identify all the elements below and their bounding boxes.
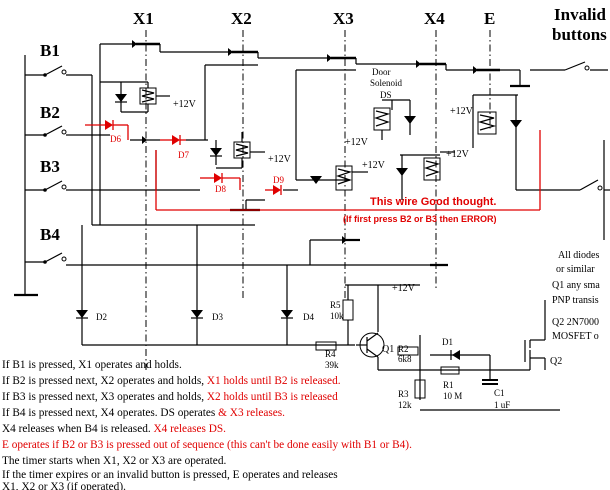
- button-label-b1: B1: [40, 41, 60, 60]
- timer-circuit: +12V R5 10k Q1 R4 39k R2 6k8 R3 12k D1 R…: [315, 283, 562, 411]
- side-note-3: Q1 any sma: [552, 280, 600, 291]
- column-label-x1: X1: [133, 9, 154, 28]
- relay-x3-coil: +12V: [295, 69, 386, 191]
- supply-label-x4: +12V: [446, 149, 470, 160]
- supply-label-x3: +12V: [362, 160, 386, 171]
- side-note-1: All diodes: [558, 250, 599, 261]
- wire-comment: This wire Good thought.: [370, 196, 496, 208]
- red-diode-label-d7: D7: [178, 150, 189, 160]
- side-note-2: or similar: [556, 264, 595, 275]
- column-label-x4: X4: [424, 9, 445, 28]
- note-3-part-2: X2 holds until B3 is released: [207, 391, 338, 403]
- note-line-5: X4 releases when B4 is released. X4 rele…: [2, 423, 226, 435]
- q1-label: Q1: [382, 344, 394, 355]
- relay-x1-coil: +12V: [100, 81, 197, 113]
- wire-comment-sub: (If first press B2 or B3 then ERROR): [343, 214, 497, 224]
- column-label-x2: X2: [231, 9, 252, 28]
- note-8-part-1: If the timer expires or an invalid butto…: [2, 469, 338, 481]
- note-4-part-1: If B4 is pressed next, X4 operates. DS o…: [2, 407, 218, 419]
- note-line-1: If B1 is pressed, X1 operates and holds.: [2, 359, 182, 371]
- note-line-8: If the timer expires or an invalid butto…: [2, 469, 338, 481]
- c1-label: C1: [494, 388, 505, 398]
- note-1-part-1: If B1 is pressed, X1 operates and holds.: [2, 359, 182, 371]
- red-diode-label-d9: D9: [273, 175, 284, 185]
- supply-label-x1: +12V: [173, 99, 197, 110]
- bottom-diode-rail: D2 D3 D4: [76, 225, 355, 346]
- note-6-part-1: E operates if B2 or B3 is pressed out of…: [2, 439, 412, 451]
- button-label-b3: B3: [40, 157, 60, 176]
- diode-label-d2: D2: [96, 312, 107, 322]
- button-b3: B3: [25, 157, 80, 192]
- d1-label: D1: [442, 337, 453, 347]
- r1-value: 10 M: [443, 391, 462, 401]
- note-5-part-1: X4 releases when B4 is released.: [2, 423, 154, 435]
- diode-label-d4: D4: [303, 312, 314, 322]
- note-line-6: E operates if B2 or B3 is pressed out of…: [2, 439, 412, 451]
- note-5-part-2: X4 releases DS.: [154, 423, 227, 435]
- note-2-part-1: If B2 is pressed next, X2 operates and h…: [2, 375, 207, 387]
- note-3-part-1: If B3 is pressed next, X3 operates and h…: [2, 391, 207, 403]
- supply-label-x2: +12V: [268, 154, 292, 165]
- left-bus: [14, 55, 38, 297]
- r3-label: R3: [398, 389, 409, 399]
- operation-notes: If B1 is pressed, X1 operates and holds.…: [2, 359, 412, 490]
- note-line-2: If B2 is pressed next, X2 operates and h…: [2, 375, 341, 387]
- side-note-5: Q2 2N7000: [552, 317, 599, 328]
- button-label-b4: B4: [40, 225, 60, 244]
- r2-value: 6k8: [398, 354, 412, 364]
- supply-label-timer: +12V: [392, 283, 416, 294]
- column-label-e: E: [484, 9, 495, 28]
- door-solenoid-ds: Door Solenoid DS +12V: [345, 67, 416, 148]
- red-diode-label-d8: D8: [215, 184, 226, 194]
- note-line-7: The timer starts when X1, X2 or X3 are o…: [2, 455, 226, 467]
- invalid-buttons-switches: [530, 61, 610, 240]
- relay-x4-coil: +12V: [396, 149, 470, 200]
- side-note-4: PNP transis: [552, 295, 599, 306]
- invalid-buttons-title-1: Invalid: [554, 5, 607, 24]
- column-label-x3: X3: [333, 9, 354, 28]
- invalid-buttons-title-2: buttons: [552, 25, 607, 44]
- red-diode-label-d6: D6: [110, 134, 121, 144]
- side-note-6: MOSFET o: [552, 331, 599, 342]
- note-line-9: X1, X2 or X3 (if operated).: [2, 481, 126, 490]
- note-2-part-2: X1 holds until B2 is released.: [207, 375, 341, 387]
- c1-value: 1 uF: [494, 400, 510, 410]
- button-b2: B2: [25, 103, 80, 137]
- ds-label-2: Solenoid: [370, 78, 403, 88]
- relay-x2-coil: +12V: [204, 64, 292, 169]
- r5-label: R5: [330, 300, 341, 310]
- red-wiring: D6 D7 D8 D9 This wire Good thought. (If …: [85, 120, 541, 224]
- r4-label: R4: [325, 349, 336, 359]
- note-line-4: If B4 is pressed next, X4 operates. DS o…: [2, 407, 285, 419]
- r2-label: R2: [398, 344, 409, 354]
- note-9-part-1: X1, X2 or X3 (if operated).: [2, 481, 126, 490]
- r5-value: 10k: [330, 311, 344, 321]
- relay-column-lines: [145, 30, 491, 370]
- button-label-b2: B2: [40, 103, 60, 122]
- note-4-part-2: & X3 releases.: [218, 407, 285, 419]
- r4-value: 39k: [325, 360, 339, 370]
- r3-value: 12k: [398, 400, 412, 410]
- top-rail-wiring: [91, 40, 530, 226]
- note-7-part-1: The timer starts when X1, X2 or X3 are o…: [2, 455, 226, 467]
- button-b4: B4: [25, 225, 440, 266]
- supply-label-ds: +12V: [345, 137, 369, 148]
- side-notes: All diodes or similar Q1 any sma PNP tra…: [552, 250, 600, 342]
- ds-label-3: DS: [380, 90, 392, 100]
- ds-label-1: Door: [372, 67, 391, 77]
- relay-e-coil: +12V: [450, 94, 560, 191]
- button-b1: B1: [25, 41, 92, 77]
- note-line-3: If B3 is pressed next, X3 operates and h…: [2, 391, 338, 403]
- supply-label-e: +12V: [450, 106, 474, 117]
- diode-label-d3: D3: [212, 312, 223, 322]
- q2-label: Q2: [550, 356, 562, 367]
- r1-label: R1: [443, 380, 454, 390]
